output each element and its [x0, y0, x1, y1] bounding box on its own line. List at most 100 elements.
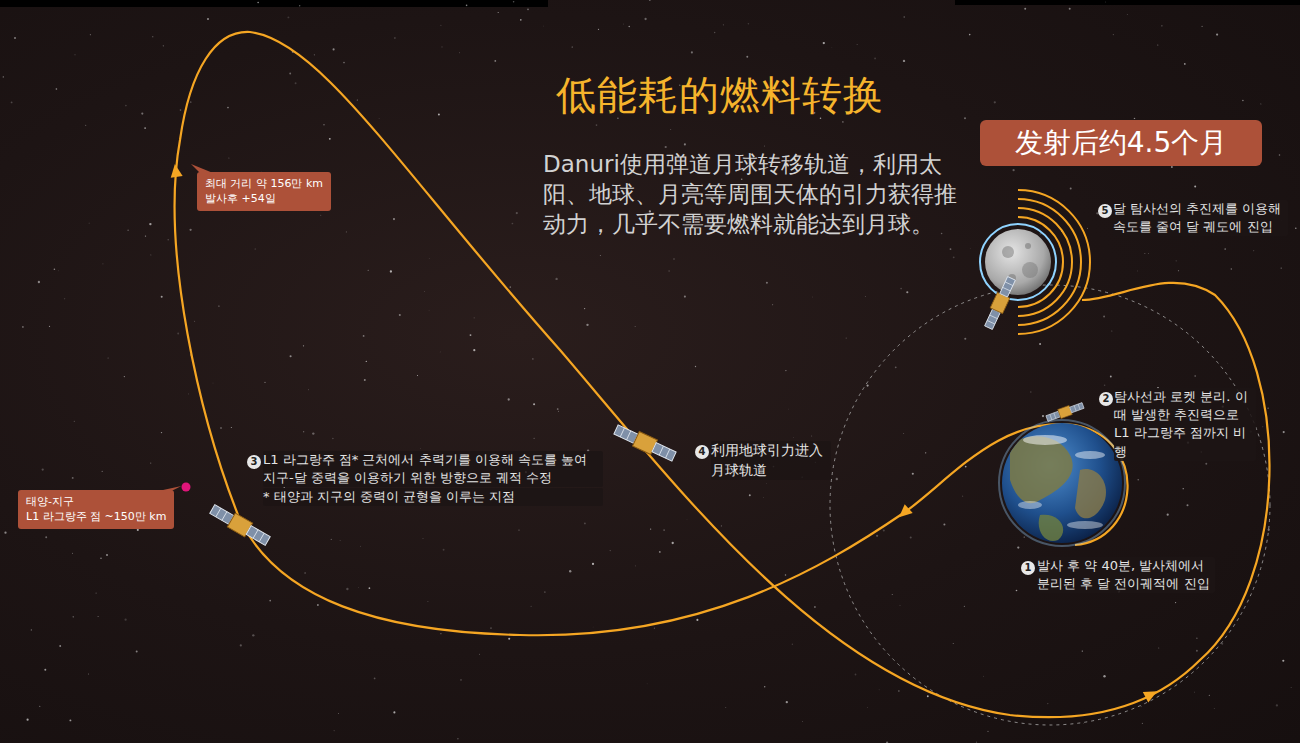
star	[1176, 260, 1177, 261]
star	[886, 741, 888, 743]
star	[831, 47, 833, 49]
star	[1178, 270, 1179, 271]
star	[1082, 650, 1083, 651]
star	[73, 616, 74, 617]
star	[299, 5, 300, 6]
star	[910, 537, 912, 539]
star	[596, 124, 598, 126]
star	[85, 124, 87, 126]
star	[764, 145, 765, 146]
annotation: 탐사선과 로켓 분리. 이때 발생한 추진력으로 L1 라그랑주 점까지 비행	[1114, 388, 1256, 461]
star	[312, 432, 314, 434]
star	[811, 296, 813, 298]
star	[498, 12, 499, 13]
land	[1075, 469, 1106, 518]
star	[969, 34, 971, 36]
star	[177, 333, 179, 335]
star	[188, 393, 190, 395]
star	[741, 178, 743, 180]
earth	[1002, 423, 1122, 543]
star	[320, 215, 321, 216]
star	[87, 673, 89, 675]
star	[141, 113, 143, 115]
star	[1158, 647, 1160, 649]
star	[218, 305, 220, 307]
star	[953, 256, 955, 258]
description: Danuri使用弹道月球转移轨道，利用太阳、地球、月亮等周围天体的引力获得推动力…	[543, 150, 961, 240]
star	[876, 535, 878, 537]
satellite	[613, 422, 678, 464]
star	[629, 26, 630, 27]
star	[610, 436, 612, 438]
star	[150, 254, 152, 256]
star	[1194, 375, 1196, 377]
star	[846, 338, 847, 339]
star	[925, 452, 926, 453]
star	[102, 263, 103, 264]
callout-number: 2	[1099, 392, 1113, 406]
star	[207, 18, 209, 20]
star	[333, 730, 335, 732]
star	[592, 626, 594, 628]
star	[98, 616, 99, 617]
star	[555, 278, 557, 280]
star	[543, 25, 545, 27]
star	[1134, 118, 1135, 119]
star	[950, 248, 952, 250]
star	[331, 539, 332, 540]
star	[163, 45, 164, 46]
star	[814, 606, 816, 608]
star	[439, 351, 441, 353]
star	[904, 16, 905, 17]
star	[1017, 546, 1019, 548]
star	[152, 36, 153, 37]
star	[785, 370, 786, 371]
star	[257, 2, 259, 4]
star	[964, 117, 966, 119]
star	[534, 438, 535, 439]
star	[459, 52, 461, 54]
star	[1047, 703, 1048, 704]
star	[965, 466, 967, 468]
star	[903, 60, 905, 62]
star	[1227, 363, 1229, 365]
star	[149, 223, 151, 225]
star	[867, 707, 869, 709]
star	[900, 288, 902, 290]
star	[610, 550, 611, 551]
star	[836, 478, 838, 480]
star	[124, 376, 125, 377]
star	[473, 349, 475, 351]
star	[696, 619, 698, 621]
star	[811, 435, 813, 437]
star	[509, 286, 511, 288]
direction-arrow	[1143, 686, 1160, 703]
star	[49, 326, 50, 327]
star	[393, 218, 395, 220]
star	[22, 326, 24, 328]
star	[520, 19, 522, 21]
star	[764, 686, 766, 688]
star	[1087, 227, 1089, 229]
star	[646, 683, 648, 685]
star	[428, 309, 430, 311]
star	[317, 604, 319, 606]
star	[1216, 33, 1218, 35]
star	[557, 408, 559, 410]
star	[1110, 376, 1112, 378]
title: 低能耗的燃料转换	[556, 68, 884, 123]
star	[785, 574, 786, 575]
star	[428, 257, 430, 259]
star	[976, 742, 977, 743]
star	[44, 669, 46, 671]
star	[1231, 268, 1232, 269]
star	[763, 497, 765, 499]
star	[346, 588, 348, 590]
star	[659, 551, 661, 553]
star	[952, 643, 954, 645]
star	[72, 552, 74, 554]
atmosphere	[999, 420, 1125, 546]
star	[792, 436, 794, 438]
box-text: L1 라그랑주 점 ~150만 km	[26, 509, 166, 524]
star	[802, 721, 804, 723]
